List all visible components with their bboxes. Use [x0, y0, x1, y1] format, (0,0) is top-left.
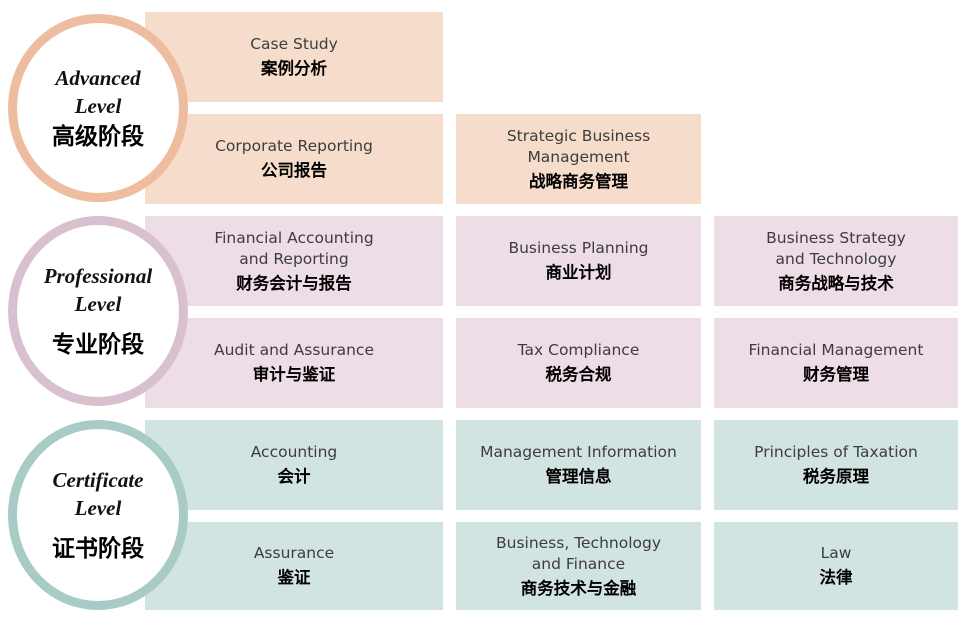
module-en-label: Business, Technology and Finance	[495, 533, 662, 573]
module-en-label: Audit and Assurance	[214, 341, 374, 359]
module-zh-label: 战略商务管理	[529, 171, 628, 191]
level-professional-badge: Professional Level 专业阶段	[8, 216, 188, 406]
module-law: Law 法律	[714, 522, 958, 610]
level-certificate-badge: Certificate Level 证书阶段	[8, 420, 188, 610]
module-case-study: Case Study 案例分析	[145, 12, 443, 102]
module-en-label: Tax Compliance	[517, 341, 640, 359]
module-business-planning: Business Planning 商业计划	[456, 216, 701, 306]
module-zh-label: 商务战略与技术	[778, 273, 894, 293]
module-corporate-reporting: Corporate Reporting 公司报告	[145, 114, 443, 204]
module-zh-label: 鉴证	[277, 568, 311, 587]
module-en-label: Law	[820, 544, 852, 562]
module-assurance: Assurance 鉴证	[145, 522, 443, 610]
module-zh-label: 商务技术与金融	[520, 578, 637, 598]
module-zh-label: 税务原理	[803, 467, 869, 486]
module-financial-accounting-reporting: Financial Accounting and Reporting 财务会计与…	[145, 216, 443, 306]
module-en-label: Financial Management	[748, 341, 924, 359]
module-zh-label: 法律	[819, 568, 853, 587]
level-en-label: Advanced Level	[55, 66, 141, 118]
module-zh-label: 会计	[277, 467, 311, 486]
module-en-label: Assurance	[253, 544, 335, 562]
module-business-technology-finance: Business, Technology and Finance 商务技术与金融	[456, 522, 701, 610]
level-zh-label: 证书阶段	[52, 536, 144, 562]
level-en-label: Certificate Level	[52, 468, 144, 520]
module-zh-label: 税务合规	[545, 365, 612, 384]
level-zh-label: 专业阶段	[52, 332, 144, 358]
module-zh-label: 管理信息	[545, 467, 612, 486]
module-en-label: Financial Accounting and Reporting	[214, 228, 374, 268]
module-en-label: Business Strategy and Technology	[766, 228, 906, 268]
module-zh-label: 审计与鉴证	[252, 365, 336, 384]
module-zh-label: 公司报告	[261, 161, 327, 180]
level-en-label: Professional Level	[43, 264, 153, 316]
module-en-label: Strategic Business Management	[506, 126, 651, 166]
module-en-label: Accounting	[250, 443, 338, 461]
level-advanced-badge: Advanced Level 高级阶段	[8, 14, 188, 202]
module-zh-label: 财务会计与报告	[236, 273, 352, 293]
module-management-information: Management Information 管理信息	[456, 420, 701, 510]
module-business-strategy-technology: Business Strategy and Technology 商务战略与技术	[714, 216, 958, 306]
module-en-label: Principles of Taxation	[754, 443, 918, 461]
level-zh-label: 高级阶段	[52, 124, 144, 150]
module-principles-of-taxation: Principles of Taxation 税务原理	[714, 420, 958, 510]
module-en-label: Case Study	[250, 35, 338, 53]
module-audit-assurance: Audit and Assurance 审计与鉴证	[145, 318, 443, 408]
module-accounting: Accounting 会计	[145, 420, 443, 510]
module-en-label: Corporate Reporting	[215, 137, 373, 155]
module-tax-compliance: Tax Compliance 税务合规	[456, 318, 701, 408]
module-en-label: Business Planning	[508, 239, 649, 257]
module-zh-label: 商业计划	[545, 263, 612, 282]
module-zh-label: 案例分析	[261, 59, 327, 78]
module-strategic-business-management: Strategic Business Management 战略商务管理	[456, 114, 701, 204]
module-financial-management: Financial Management 财务管理	[714, 318, 958, 408]
module-en-label: Management Information	[480, 443, 677, 461]
module-zh-label: 财务管理	[803, 365, 869, 384]
